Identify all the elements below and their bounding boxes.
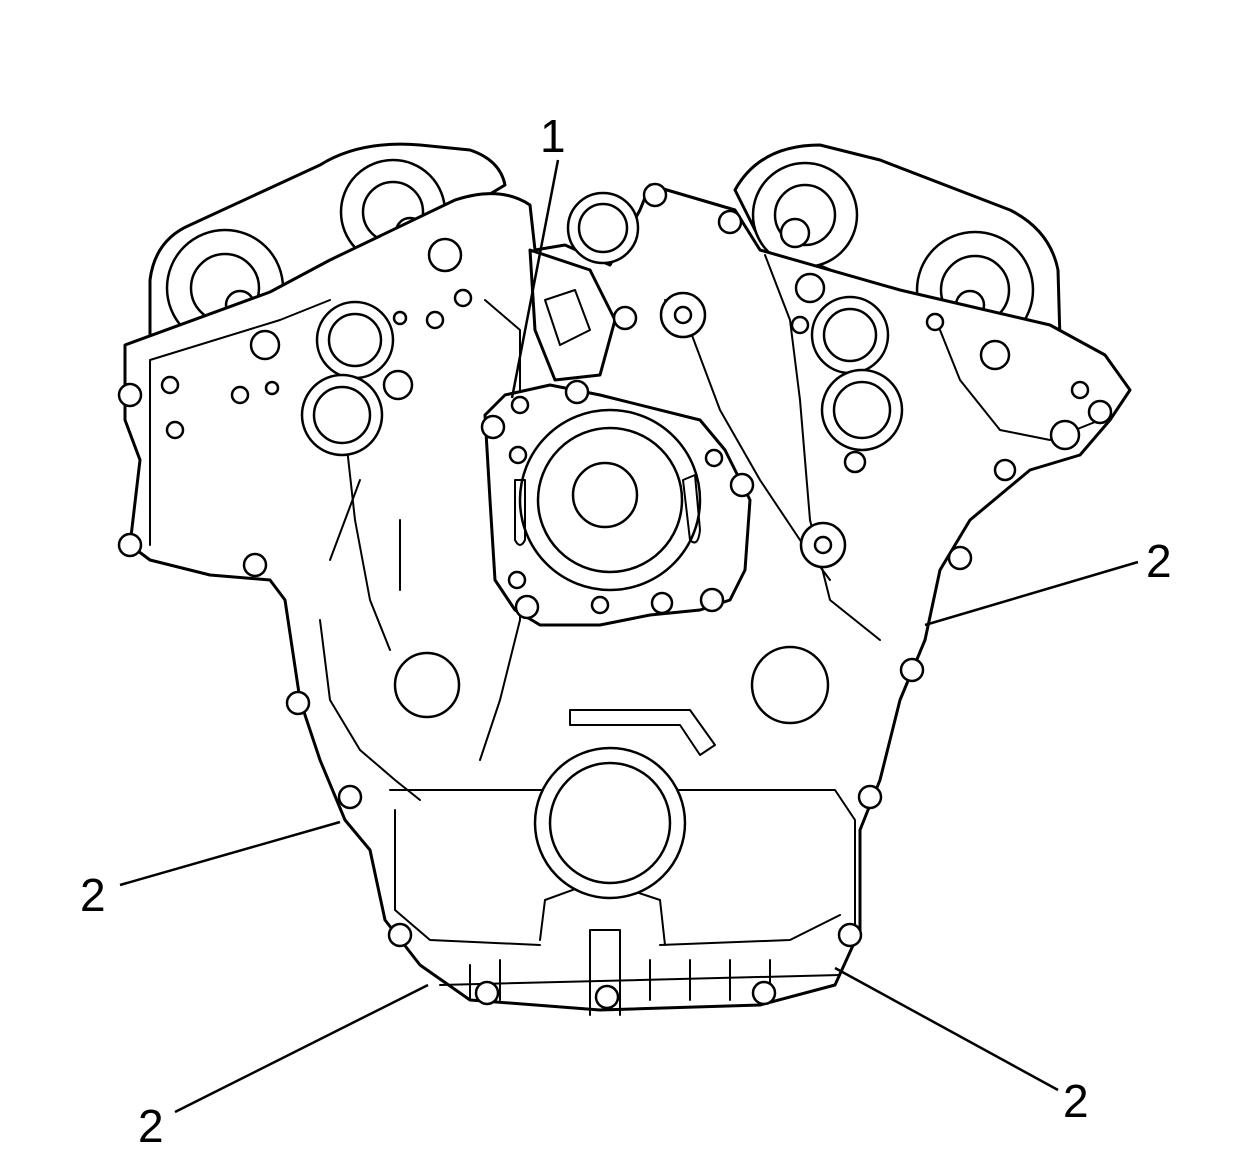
callout-label-2-left: 2	[80, 869, 106, 921]
leader-line-2c	[174, 983, 429, 1114]
leader-line-2d	[834, 966, 1059, 1092]
callout-label-2-bottom-left: 2	[138, 1100, 164, 1152]
leader-line-2b	[119, 820, 341, 887]
small-holes	[160, 237, 1090, 615]
callout-label-2-bottom-right: 2	[1063, 1075, 1089, 1127]
callout-label-2-right: 2	[1146, 535, 1172, 587]
chain-tensioner	[528, 248, 847, 569]
water-pump	[483, 383, 752, 627]
cover-bolts	[117, 182, 1113, 1010]
cover-openings	[300, 191, 904, 900]
leader-lines	[119, 159, 1139, 1114]
callout-label-1: 1	[540, 110, 566, 162]
leader-line-1	[510, 159, 560, 399]
leader-line-2a	[924, 560, 1139, 627]
